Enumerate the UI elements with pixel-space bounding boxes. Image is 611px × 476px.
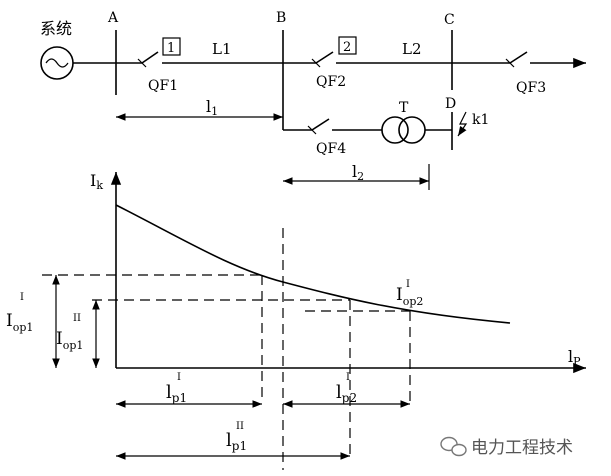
iop1-i-sup: I [20, 292, 24, 303]
iop1-ii-sup: II [73, 313, 81, 324]
source-label: 系统 [40, 19, 72, 38]
box-2 [338, 36, 357, 55]
box-2-label: 2 [343, 40, 351, 55]
y-axis-label: Ik [90, 171, 103, 192]
watermark: 电力工程技术 [440, 436, 573, 458]
box-1 [162, 37, 181, 56]
watermark-text: 电力工程技术 [471, 438, 573, 458]
wechat-icon [440, 436, 467, 457]
graph-section: Ik lP Iop1 I Iop1 II Iop2 I lp1 I lp2 [6, 171, 586, 470]
bus-a-label: A [107, 10, 119, 26]
transformer-label: T [399, 100, 409, 116]
iop1-ii-label: Iop1 [56, 329, 83, 352]
qf1-label: QF1 [148, 78, 178, 94]
iop2-i-sup: I [406, 279, 410, 290]
breaker-qf2-contact [315, 51, 334, 64]
breaker-qf1-contact [141, 51, 159, 64]
x-axis-label: lP [568, 347, 581, 368]
qf3-label: QF3 [516, 80, 546, 96]
lp2-i-label: lp2 [336, 382, 357, 405]
lp1-ii-sup: II [236, 421, 244, 432]
qf2-label: QF2 [316, 74, 346, 90]
transformer-icon [381, 116, 426, 144]
fault-arrow-icon [457, 111, 468, 137]
bus-b-label: B [276, 10, 286, 26]
qf4-label: QF4 [316, 141, 346, 157]
line-l2-label: L2 [402, 40, 422, 58]
source-icon [40, 46, 74, 80]
line-l1-label: L1 [212, 40, 232, 58]
breaker-qf3-contact [509, 51, 528, 64]
iop2-i-label: Iop2 [396, 285, 423, 308]
l2-label: l2 [352, 162, 364, 183]
lp2-i-sup: I [346, 372, 350, 383]
bus-c-label: C [444, 12, 455, 28]
lp1-i-label: lp1 [166, 382, 187, 405]
short-circuit-curve [115, 204, 511, 324]
fault-k1-label: k1 [472, 112, 489, 128]
l1-label: l1 [206, 97, 218, 118]
iop1-i-label: Iop1 [6, 311, 33, 334]
circuit-section: 系统 A B C 1 2 L1 L2 QF1 QF2 QF3 [40, 10, 586, 190]
breaker-qf4-contact [311, 118, 330, 131]
bus-d-label: D [445, 96, 456, 112]
lp1-ii-label: lp1 [226, 430, 247, 453]
lp1-i-sup: I [177, 372, 181, 383]
box-1-label: 1 [167, 41, 175, 56]
